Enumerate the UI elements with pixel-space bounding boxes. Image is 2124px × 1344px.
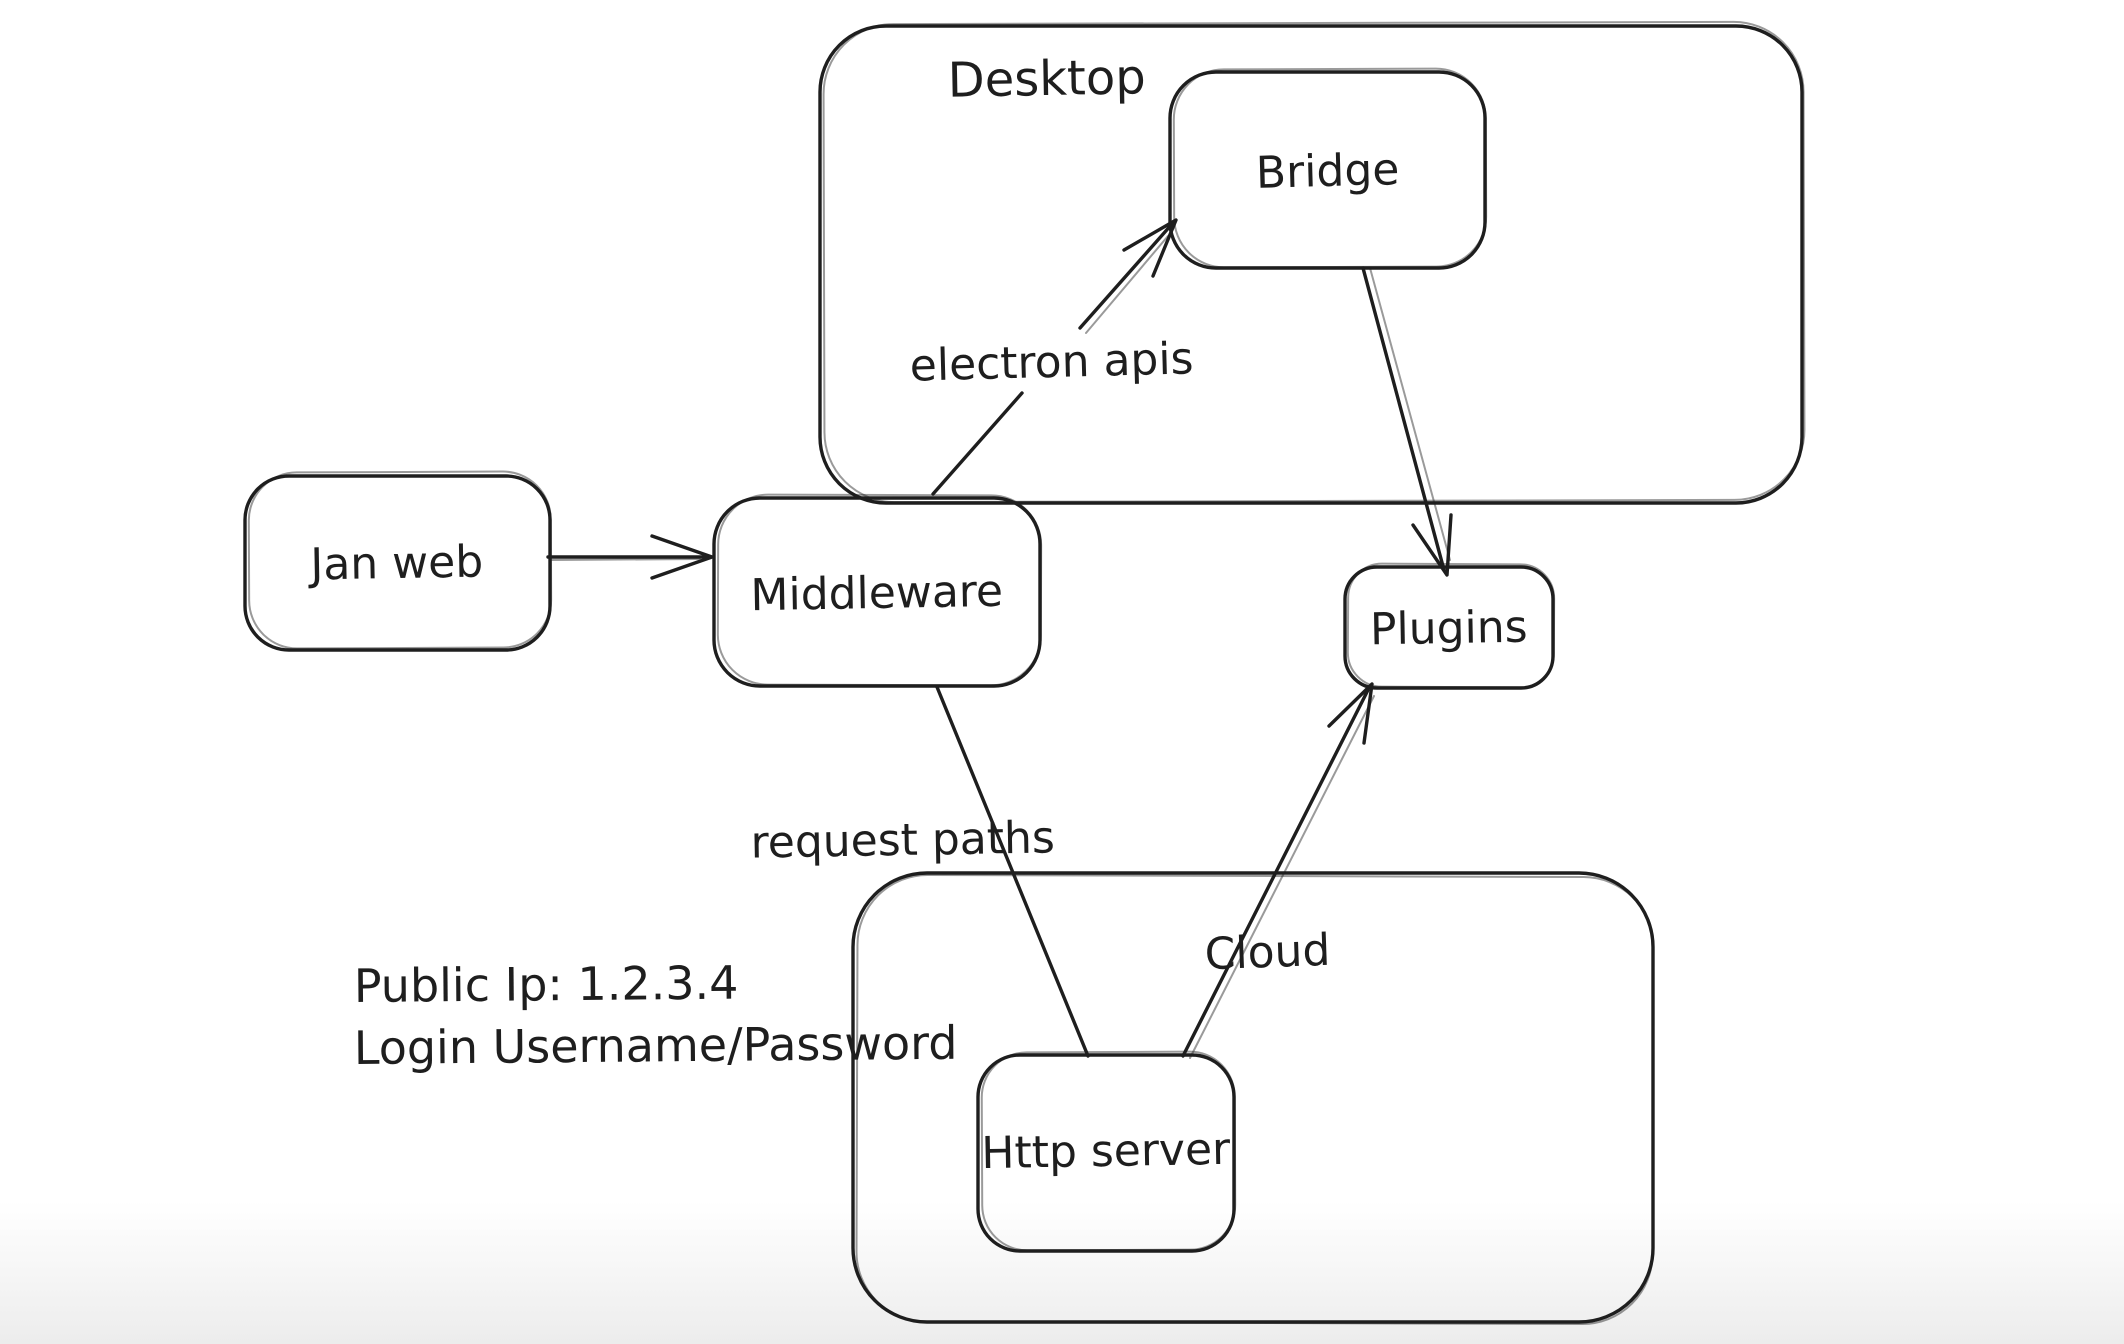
arrowhead-into-middleware [650,534,714,580]
annotation-public-ip: Public Ip: 1.2.3.4 [354,956,739,1013]
node-middleware: Middleware [712,493,1043,688]
desktop-container: Desktop [818,20,1806,505]
arrow-http-server-to-plugins [1181,682,1375,1059]
arrowhead-into-bridge [1122,218,1178,278]
node-bridge: Bridge [1168,67,1488,270]
arrowhead-into-plugins-bottom [1327,682,1374,745]
page-bottom-fade [0,1200,2124,1344]
cloud-container-label: Cloud [1204,925,1331,980]
arrow-jan-web-to-middleware [546,534,714,580]
annotation-login: Login Username/Password [354,1016,958,1075]
node-plugins: Plugins [1343,562,1556,690]
node-http-server-label: Http server [981,1124,1232,1179]
edge-label-electron-apis: electron apis [909,333,1194,391]
line-middleware-to-http-server [935,685,1090,1058]
node-http-server: Http server [976,1050,1237,1253]
arrow-bridge-to-plugins [1361,266,1453,577]
arrow-middleware-to-bridge [931,218,1178,496]
node-plugins-label: Plugins [1370,602,1528,656]
annotation-block: Public Ip: 1.2.3.4 Login Username/Passwo… [354,956,958,1075]
arrowhead-into-plugins-top [1411,513,1453,577]
node-jan-web: Jan web [243,470,553,652]
edge-label-request-paths: request paths [750,812,1055,868]
node-middleware-label: Middleware [750,566,1003,621]
node-jan-web-label: Jan web [307,536,484,590]
node-bridge-label: Bridge [1255,144,1400,199]
desktop-container-label: Desktop [947,49,1146,108]
